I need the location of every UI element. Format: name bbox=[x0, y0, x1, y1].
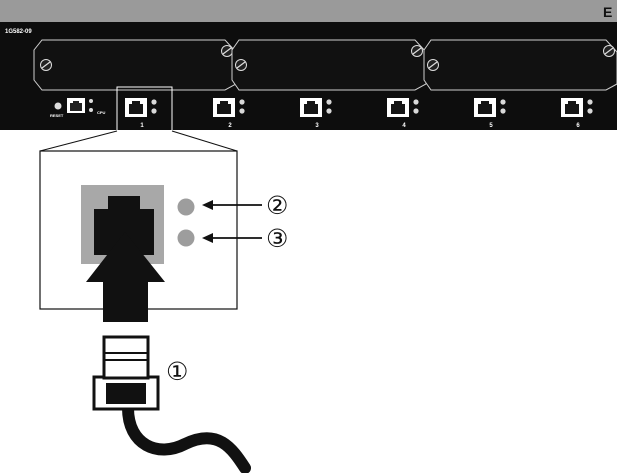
port-led-icon bbox=[151, 108, 157, 114]
port-led-icon bbox=[239, 99, 245, 105]
cpu-label: CPU bbox=[97, 110, 106, 115]
reset-button[interactable] bbox=[54, 102, 62, 110]
brand-text: E bbox=[603, 4, 612, 20]
activity-led-icon bbox=[177, 229, 195, 247]
port-led-icon bbox=[326, 99, 332, 105]
ethernet-port-6[interactable]: 6 bbox=[561, 98, 593, 129]
device-front-panel: E 1G582-09 RESET bbox=[0, 0, 617, 134]
port-led-icon bbox=[326, 108, 332, 114]
insert-arrow-icon bbox=[86, 232, 165, 322]
port-row: 1 2 3 4 5 6 bbox=[125, 98, 593, 129]
reset-label: RESET bbox=[50, 113, 64, 118]
port-led-icon bbox=[500, 108, 506, 114]
callout-number-3: ③ bbox=[266, 224, 288, 253]
zoom-line-left bbox=[39, 130, 118, 152]
port-1-highlight bbox=[116, 86, 173, 134]
arrow-left-icon bbox=[202, 233, 213, 243]
cable-wire bbox=[122, 402, 251, 473]
cpu-led-icon bbox=[89, 108, 93, 112]
zoom-line-right bbox=[171, 130, 238, 152]
reset-section: RESET CPU bbox=[50, 98, 106, 118]
port-led-icon bbox=[587, 108, 593, 114]
arrow-left-icon bbox=[202, 200, 213, 210]
ethernet-port-4[interactable]: 4 bbox=[387, 98, 419, 129]
ethernet-port-3[interactable]: 3 bbox=[300, 98, 332, 129]
port-number-label: 6 bbox=[576, 123, 580, 129]
cpu-led-icon bbox=[89, 99, 93, 103]
port-number-label: 5 bbox=[489, 123, 493, 129]
link-led-icon bbox=[177, 198, 195, 216]
expansion-slot-2 bbox=[231, 39, 427, 91]
port-number-label: 2 bbox=[228, 123, 232, 129]
port-led-icon bbox=[413, 108, 419, 114]
enlarged-port-view bbox=[39, 150, 238, 310]
ethernet-cable-connector: ① bbox=[92, 335, 251, 473]
port-number-label: 4 bbox=[402, 123, 406, 129]
expansion-slot-3 bbox=[423, 39, 617, 91]
port-number-label: 1 bbox=[140, 123, 144, 129]
ethernet-port-2[interactable]: 2 bbox=[213, 98, 245, 129]
callout-led-upper: ② bbox=[202, 191, 288, 220]
callout-led-lower: ③ bbox=[202, 224, 288, 253]
port-number-label: 3 bbox=[315, 123, 319, 129]
model-label: 1G582-09 bbox=[5, 29, 32, 35]
ethernet-port-5[interactable]: 5 bbox=[474, 98, 506, 129]
port-led-icon bbox=[413, 99, 419, 105]
port-led-icon bbox=[239, 108, 245, 114]
callout-number-2: ② bbox=[266, 191, 288, 220]
callout-number-1: ① bbox=[166, 357, 188, 386]
port-led-icon bbox=[151, 99, 157, 105]
cable-plug bbox=[102, 335, 150, 380]
port-led-icon bbox=[587, 99, 593, 105]
ethernet-port-1[interactable]: 1 bbox=[125, 98, 157, 129]
panel-top-strip bbox=[0, 0, 617, 22]
port-led-icon bbox=[500, 99, 506, 105]
expansion-slot-1 bbox=[33, 39, 237, 91]
